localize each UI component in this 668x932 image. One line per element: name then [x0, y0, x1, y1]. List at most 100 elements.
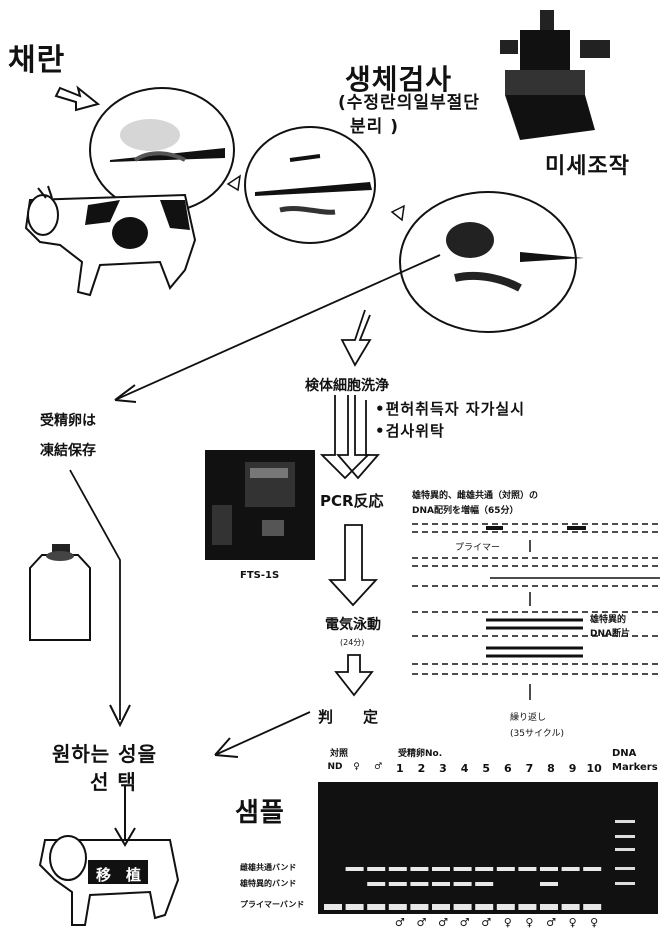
biopsy-title: 생체검사: [345, 63, 453, 96]
male-specific-dna-1: 雄特異的: [590, 615, 627, 625]
gel-lane-label: 8: [547, 762, 555, 775]
gel-lane-label: ♀: [353, 762, 360, 772]
gel-marker-band: [615, 820, 635, 823]
electrophoresis-time: (24分): [340, 638, 365, 647]
gel-result-symbol: ♀: [525, 916, 534, 929]
gel-band: [367, 867, 386, 871]
processing-arrows: [319, 395, 380, 480]
gel-band-label: プライマーバンド: [240, 900, 305, 909]
embryo-freeze-2: 凍結保存: [40, 443, 96, 459]
oocyte-collection-label: 채란: [8, 43, 66, 78]
gel-lane-label: 4: [460, 762, 469, 775]
gel-band: [367, 882, 386, 886]
gel-band: [367, 904, 386, 910]
gel-band: [540, 882, 558, 886]
cow-illustration-bottom: [38, 785, 180, 926]
pcr-strand-diagram: [412, 523, 660, 700]
gel-lane-label: 3: [439, 762, 447, 775]
gel-lane-label: 6: [503, 762, 512, 775]
gel-band: [475, 867, 494, 871]
gel-band: [583, 867, 602, 871]
gel-marker-band: [615, 835, 635, 838]
gel-result-symbol: ♂: [438, 916, 448, 929]
cow-illustration-top: [24, 185, 197, 297]
gel-band: [453, 882, 472, 886]
gel-band: [410, 882, 429, 886]
gel-result-symbol: ♀: [503, 916, 512, 929]
embryo-circle-2: [244, 126, 376, 244]
repeat-label-1: 繰り返し: [510, 713, 547, 723]
gel-lane-label: 10: [586, 762, 602, 775]
gel-band: [388, 867, 407, 871]
pcr-machine-icon: [205, 450, 315, 560]
gel-result-symbol: ♀: [590, 916, 599, 929]
gel-band: [388, 882, 407, 886]
gel-result-symbol: ♂: [416, 916, 427, 929]
biopsy-subtitle-2: 분리 ): [350, 117, 399, 137]
outline-arrow-icon: [54, 85, 101, 112]
gel-lane-label: ND: [327, 762, 343, 772]
gel-band: [540, 867, 558, 871]
repeat-label-2: (35サイクル): [510, 729, 565, 739]
gel-band: [583, 904, 602, 910]
gel-lane-label: 9: [568, 762, 577, 775]
gel-band: [496, 867, 515, 871]
gel-image: [318, 782, 658, 914]
gel-band: [540, 904, 558, 910]
gel-markers-2: Markers: [612, 762, 658, 773]
gel-band: [475, 904, 494, 910]
gel-band: [432, 904, 450, 910]
gel-band-label: 雄特異的バンド: [240, 879, 297, 888]
pcr-desc-2: DNA配列を増幅（65分）: [412, 506, 519, 516]
gel-band: [561, 867, 580, 871]
gel-result-symbol: ♂: [394, 916, 405, 929]
embryo-freeze-1: 受精卵は: [40, 413, 96, 429]
gel-result-symbol: ♂: [481, 916, 492, 929]
gel-band: [453, 867, 472, 871]
gel-band: [518, 904, 537, 910]
kit-note-2: •검사위탁: [375, 422, 445, 440]
gel-lane-label: 5: [482, 762, 491, 775]
pcr-desc-1: 雄特異的、雌雄共通（対照）の: [412, 491, 539, 501]
gel-band: [345, 904, 364, 910]
micromanipulation-label: 미세조작: [545, 154, 630, 179]
gel-band: [345, 867, 364, 871]
microscope-icon: [500, 10, 610, 140]
select-sex-2: 선 택: [90, 770, 137, 794]
sample-label: 샘플: [235, 798, 285, 828]
pcr-step-label: PCR反応: [320, 492, 384, 510]
gel-band: [324, 904, 342, 910]
gel-band: [388, 904, 407, 910]
gel-result-symbol: ♂: [546, 916, 556, 929]
gel-control-header: 対照: [330, 749, 349, 759]
gel-band: [410, 904, 429, 910]
gel-lane-label: ♂: [374, 762, 383, 772]
gel-result-symbol: ♂: [459, 916, 470, 929]
gel-band: [453, 904, 472, 910]
biopsy-subtitle-1: (수정란의일부절단: [338, 93, 480, 113]
gel-band: [432, 882, 450, 886]
pcr-machine-name: FTS-1S: [240, 570, 280, 581]
embryo-circle-3: [399, 191, 577, 333]
gel-band: [410, 867, 429, 871]
gel-marker-band: [615, 848, 635, 851]
kit-note-1: •편허취득자 자가실시: [375, 400, 526, 418]
judgement-label: 判 定: [318, 708, 379, 726]
gel-band: [432, 867, 450, 871]
gel-markers-1: DNA: [612, 748, 637, 759]
liquid-nitrogen-tank-icon: [29, 544, 91, 641]
gel-lane-label: 2: [417, 762, 426, 775]
gel-result-symbol: ♀: [568, 916, 577, 929]
gel-bands: [324, 820, 635, 910]
embryo-cell-mass: [446, 222, 494, 258]
gel-band: [518, 867, 537, 871]
gel-marker-band: [615, 867, 635, 870]
gel-embryo-header: 受精卵No.: [398, 749, 443, 759]
primer-label: プライマー: [455, 543, 501, 553]
sample-wash-label: 検体細胞洗浄: [305, 378, 389, 394]
gel-band: [496, 904, 515, 910]
gel-lane-label: 7: [525, 762, 534, 775]
gel-lane-label: 1: [395, 762, 404, 775]
male-specific-dna-2: DNA断片: [590, 629, 630, 639]
